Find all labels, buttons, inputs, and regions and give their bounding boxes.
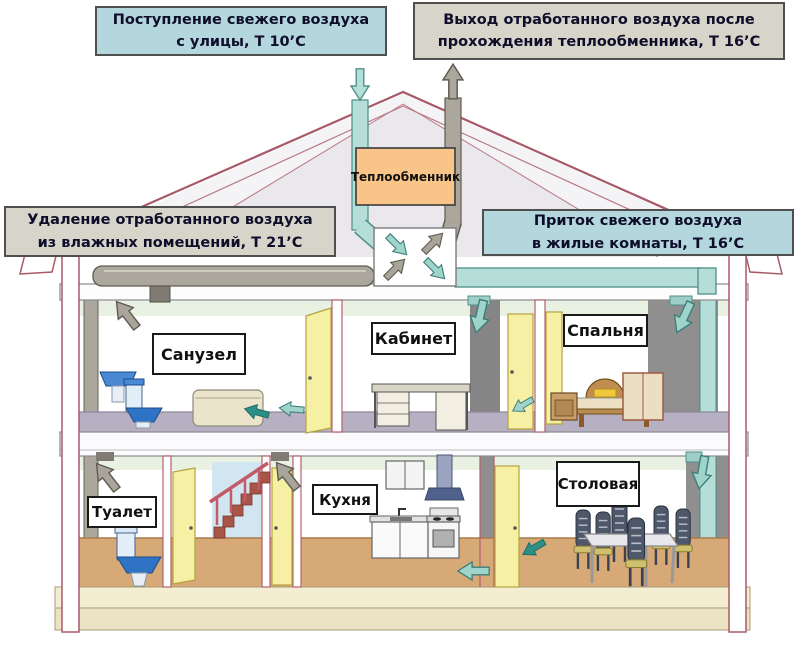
exhaust-collector-duct [92, 265, 375, 287]
room-label-office: Кабинет [371, 322, 456, 355]
note-exhaust-outlet: Выход отработанного воздуха после прохож… [413, 2, 785, 60]
dining-set [572, 498, 694, 588]
hvac-system [92, 63, 717, 463]
intake-down-arrow-icon [350, 68, 370, 101]
toilet-lower [114, 526, 162, 587]
room-label-dining: Столовая [556, 461, 640, 507]
supply-vent-bedroom [669, 295, 693, 306]
mid-floor-slab [59, 431, 749, 457]
note-line: из влажных помещений, Т 21’С [37, 234, 303, 251]
door-toilet [172, 467, 196, 585]
toilet-upper [123, 378, 163, 429]
note-supply-air: Приток свежего воздуха в жилые комнаты, … [482, 209, 794, 256]
heat-exchanger-label: Теплообменник [350, 169, 461, 184]
room-label-bedroom: Спальня [563, 314, 648, 347]
furniture-second-floor [99, 371, 664, 431]
note-line: Удаление отработанного воздуха [27, 212, 313, 229]
left-wall [61, 254, 80, 633]
bed [575, 378, 653, 427]
note-extract-air: Удаление отработанного воздуха из влажны… [4, 206, 336, 257]
exhaust-up-arrow-icon [442, 63, 464, 100]
note-line: Приток свежего воздуха [533, 213, 743, 230]
supply-distribution-duct [454, 267, 703, 288]
room-label-bathroom: Санузел [152, 333, 246, 375]
exhaust-vent-bathroom [149, 285, 171, 303]
bathtub [192, 389, 264, 427]
room-label-kitchen: Кухня [312, 484, 378, 515]
note-line: Поступление свежего воздуха [112, 11, 370, 28]
staircase [209, 461, 271, 539]
faucet [398, 508, 406, 516]
note-line: прохождения теплообменника, Т 16’С [437, 34, 761, 50]
note-fresh-intake: Поступление свежего воздуха с улицы, Т 1… [95, 6, 387, 56]
exhaust-vent-toilet [96, 452, 114, 461]
furniture-first-floor [114, 454, 694, 588]
exhaust-vent-hall [271, 452, 289, 461]
kitchen-set [369, 454, 465, 559]
room-label-toilet: Туалет [87, 496, 157, 528]
note-line: в жилые комнаты, Т 16’С [531, 235, 745, 252]
foundation-lower [54, 607, 751, 631]
heat-exchanger-box [355, 147, 456, 206]
door-bathroom [305, 307, 332, 434]
right-wall [728, 254, 747, 633]
note-line: Выход отработанного воздуха после [443, 11, 755, 28]
stove [426, 507, 461, 559]
note-line: с улицы, Т 10’С [176, 34, 306, 50]
desk [371, 383, 471, 431]
range-hood [436, 454, 453, 489]
foundation-upper [54, 586, 751, 609]
